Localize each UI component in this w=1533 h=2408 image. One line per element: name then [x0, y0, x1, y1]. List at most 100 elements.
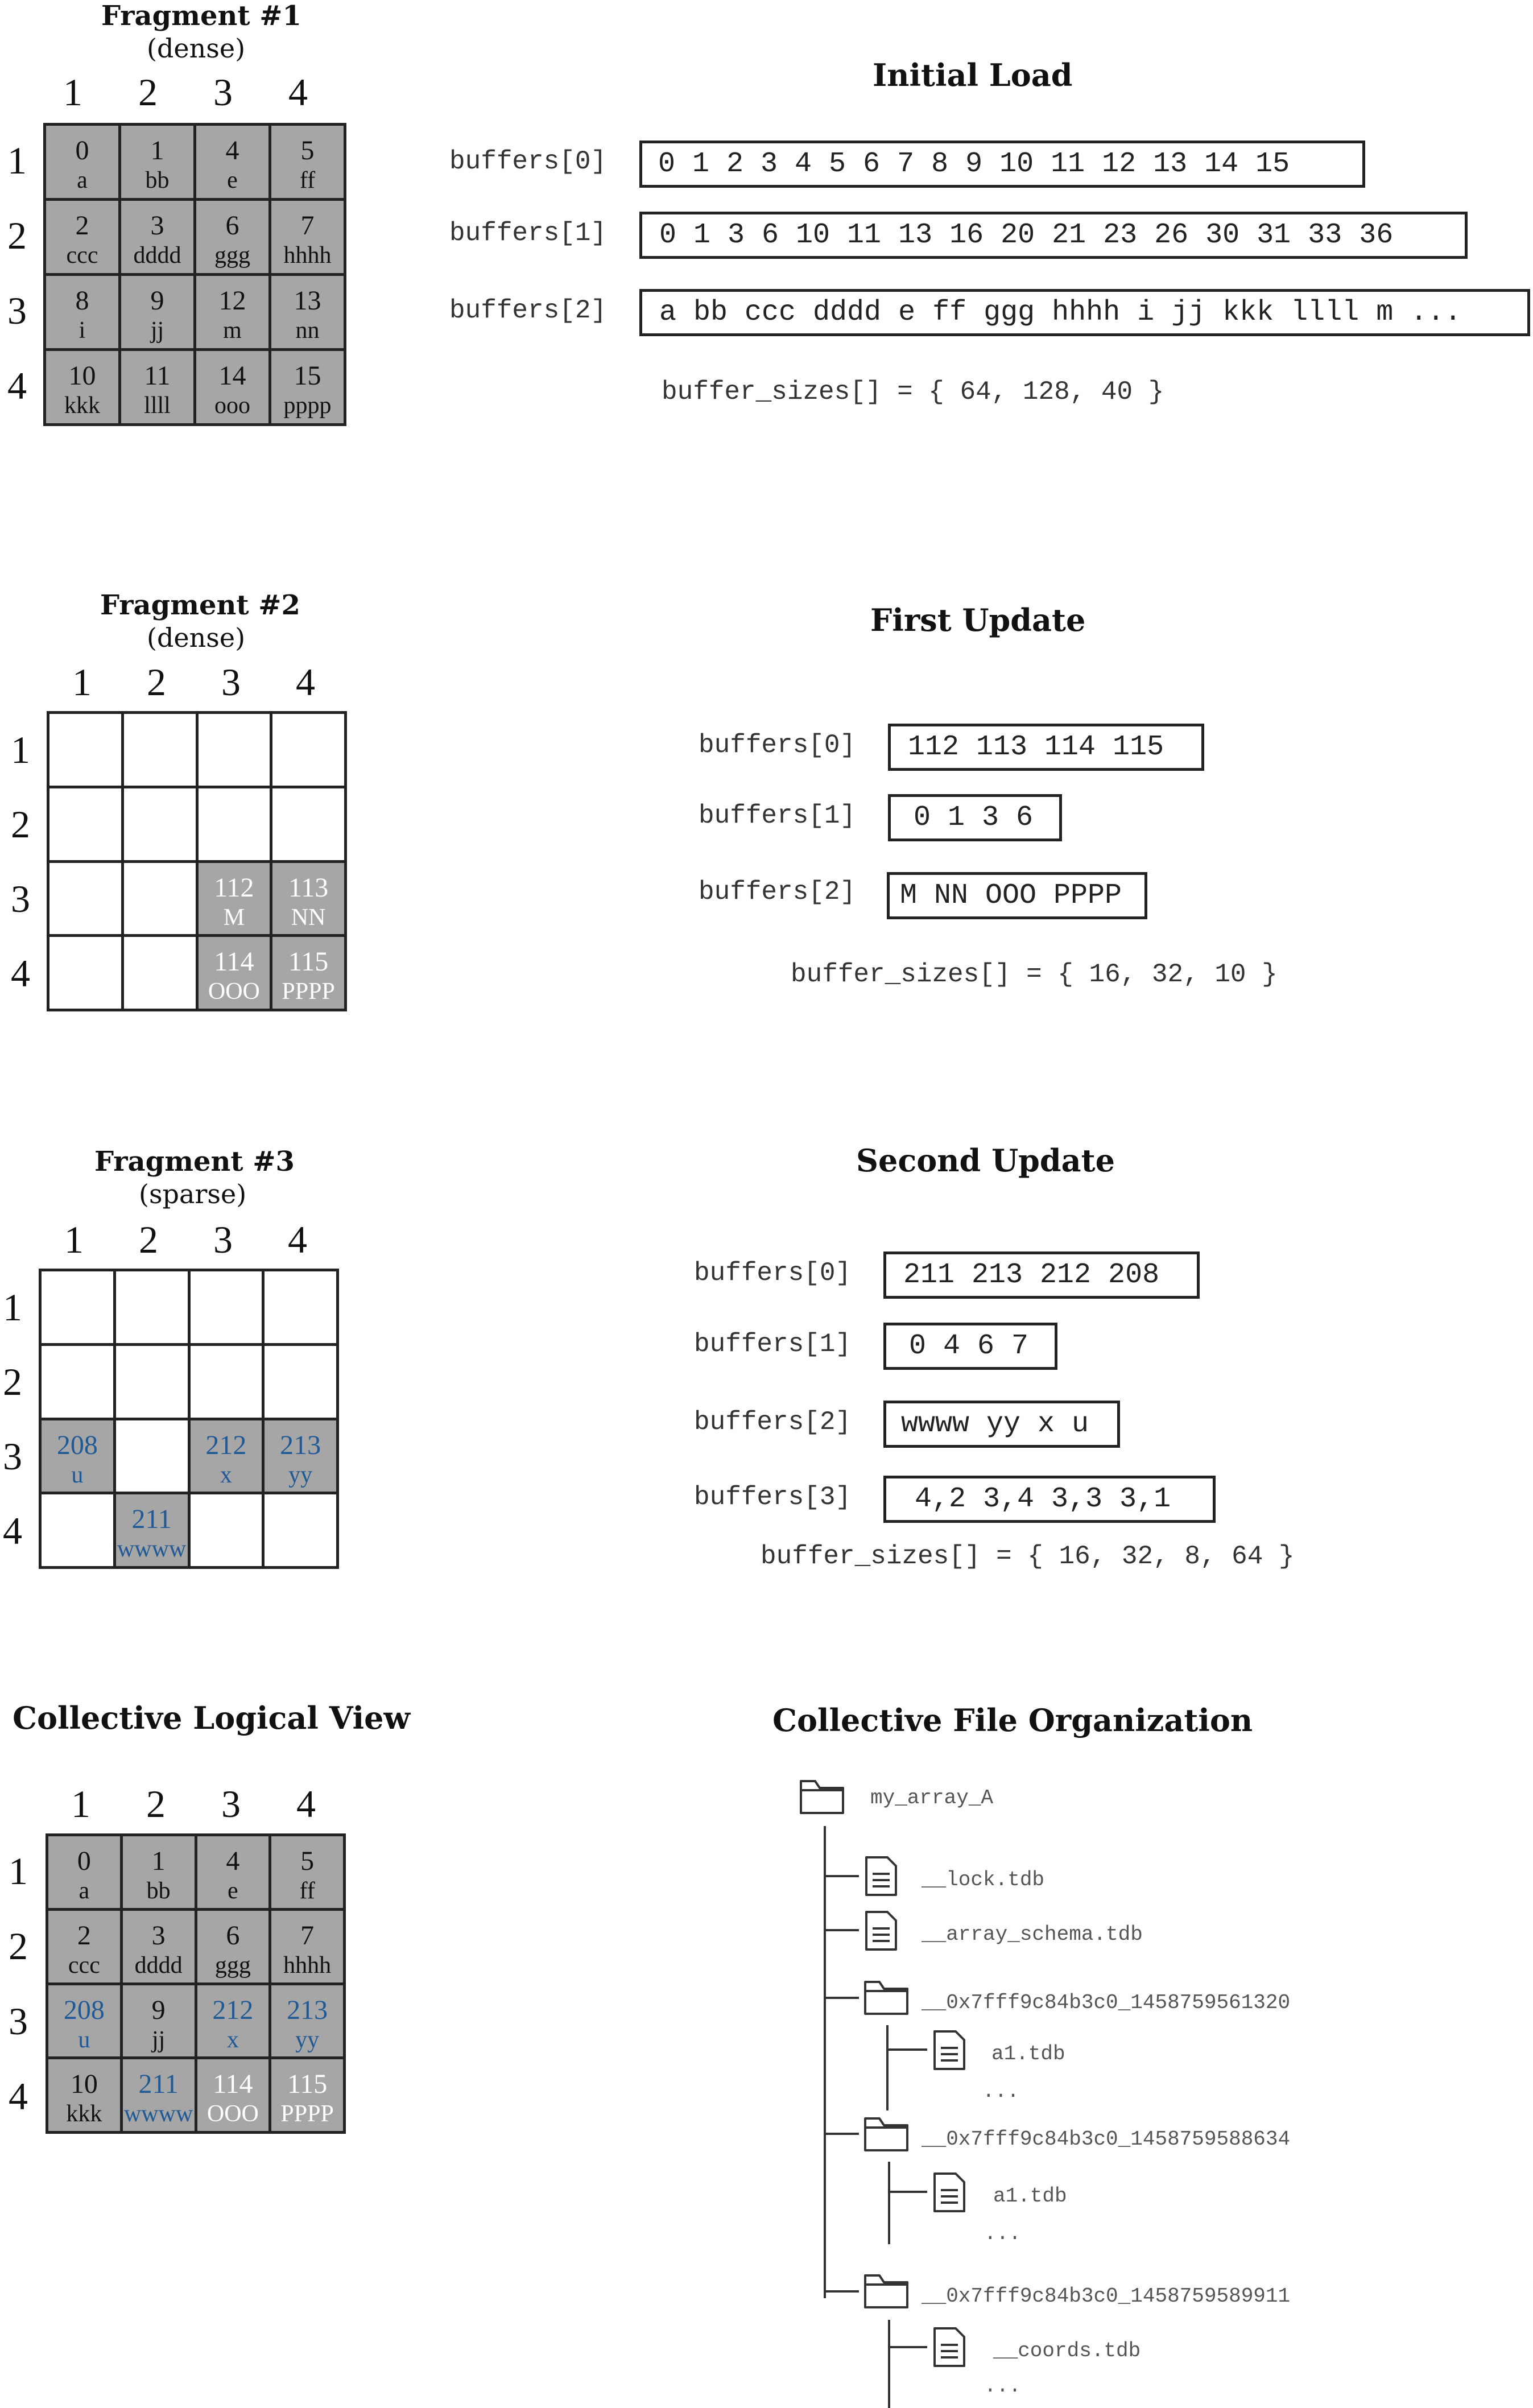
col-label-1: 1	[72, 660, 92, 704]
cell-text: kkk	[66, 2101, 102, 2128]
cell-value: 4	[226, 1846, 240, 1876]
cell-value: 10	[68, 361, 96, 391]
tree-fragment2-ellipsis: ...	[984, 2222, 1021, 2245]
cell-value: 4	[225, 135, 239, 166]
cell-value: 213	[287, 1994, 328, 2025]
tree-fragment2-file[interactable]: a1.tdb	[993, 2184, 1067, 2208]
col-label-2: 2	[138, 71, 158, 114]
cell-value: 2	[77, 1920, 91, 1951]
first-update-label-1: buffers[1]	[699, 801, 856, 831]
cell-value: 208	[63, 1994, 105, 2025]
cell-text: yy	[295, 2026, 320, 2053]
grid-cell-r1-c4	[272, 714, 347, 788]
col-label-3: 3	[221, 1782, 241, 1825]
file-icon[interactable]	[865, 1856, 898, 1897]
cell-text: u	[78, 2026, 90, 2053]
folder-icon[interactable]	[799, 1778, 845, 1815]
cell-value: 115	[288, 947, 329, 977]
cell-text: e	[228, 1878, 238, 1904]
cell-value: 0	[75, 135, 89, 166]
cell-text: dddd	[134, 1952, 183, 1979]
col-label-2: 2	[147, 660, 166, 704]
cell-text: OOO	[208, 978, 260, 1005]
tree-fragment3-ellipsis: ...	[984, 2374, 1021, 2398]
tree-fragment3-file[interactable]: __coords.tdb	[993, 2339, 1141, 2362]
row-label-4: 4	[3, 1509, 22, 1552]
cell-text: OOO	[206, 2101, 259, 2128]
cell-text: u	[71, 1461, 84, 1488]
cell-text: ff	[299, 167, 316, 193]
grid-cell-r4-c1	[42, 1494, 116, 1569]
grid-cell-r2-c3	[190, 1345, 265, 1420]
cell-text: a	[78, 1878, 90, 1904]
cell-value: 112	[214, 872, 254, 903]
tree-fragment2-dir[interactable]: __0x7fff9c84b3c0_1458759588634	[922, 2128, 1291, 2151]
cell-text: ccc	[66, 242, 98, 269]
grid-cell-r2-c4	[265, 1345, 339, 1420]
row-label-4: 4	[11, 952, 30, 995]
file-icon[interactable]	[933, 2172, 966, 2213]
tree-root-name[interactable]: my_array_A	[870, 1786, 994, 1810]
col-label-4: 4	[296, 1782, 316, 1825]
fragment1-title: Fragment #1	[101, 0, 301, 32]
cell-text: a	[77, 167, 88, 193]
tree-fragment1-file[interactable]: a1.tdb	[991, 2042, 1065, 2066]
cell-value: 6	[225, 210, 239, 241]
cell-value: 212	[205, 1430, 247, 1460]
tree-lock-file[interactable]: __lock.tdb	[922, 1868, 1045, 1891]
file-icon[interactable]	[933, 2030, 966, 2071]
fragment1-subtitle: (dense)	[147, 33, 246, 64]
cell-value: 11	[144, 361, 171, 391]
cell-text: ggg	[214, 1952, 251, 1979]
cell-text: bb	[145, 167, 170, 193]
second-update-label-1: buffers[1]	[694, 1329, 852, 1359]
tree-fragment3-dir[interactable]: __0x7fff9c84b3c0_1458759589911	[922, 2285, 1291, 2308]
initial-load-label-1: buffers[1]	[449, 218, 607, 248]
col-label-3: 3	[221, 660, 241, 704]
cell-text: m	[223, 317, 242, 344]
row-label-3: 3	[9, 2000, 28, 2043]
col-label-3: 3	[213, 1218, 233, 1261]
cell-value: 14	[218, 361, 246, 391]
cell-text: ggg	[214, 242, 250, 269]
fragment2-subtitle: (dense)	[147, 622, 246, 653]
first-update-buffer-sizes: buffer_sizes[] = { 16, 32, 10 }	[791, 960, 1278, 989]
row-label-3: 3	[3, 1435, 22, 1478]
cell-text: x	[220, 1461, 232, 1488]
folder-icon[interactable]	[863, 2115, 909, 2153]
tree-schema-file[interactable]: __array_schema.tdb	[922, 1923, 1143, 1946]
folder-icon[interactable]	[863, 2272, 909, 2310]
initial-load-label-0: buffers[0]	[449, 147, 607, 176]
tree-fragment1-dir[interactable]: __0x7fff9c84b3c0_1458759561320	[922, 1991, 1291, 2014]
folder-icon[interactable]	[863, 1979, 909, 2016]
col-label-1: 1	[71, 1782, 90, 1825]
row-label-1: 1	[7, 139, 27, 182]
file-icon[interactable]	[865, 1910, 898, 1951]
cell-text: jj	[150, 317, 164, 344]
second-update-title: Second Update	[856, 1142, 1115, 1179]
file-icon[interactable]	[933, 2327, 966, 2368]
